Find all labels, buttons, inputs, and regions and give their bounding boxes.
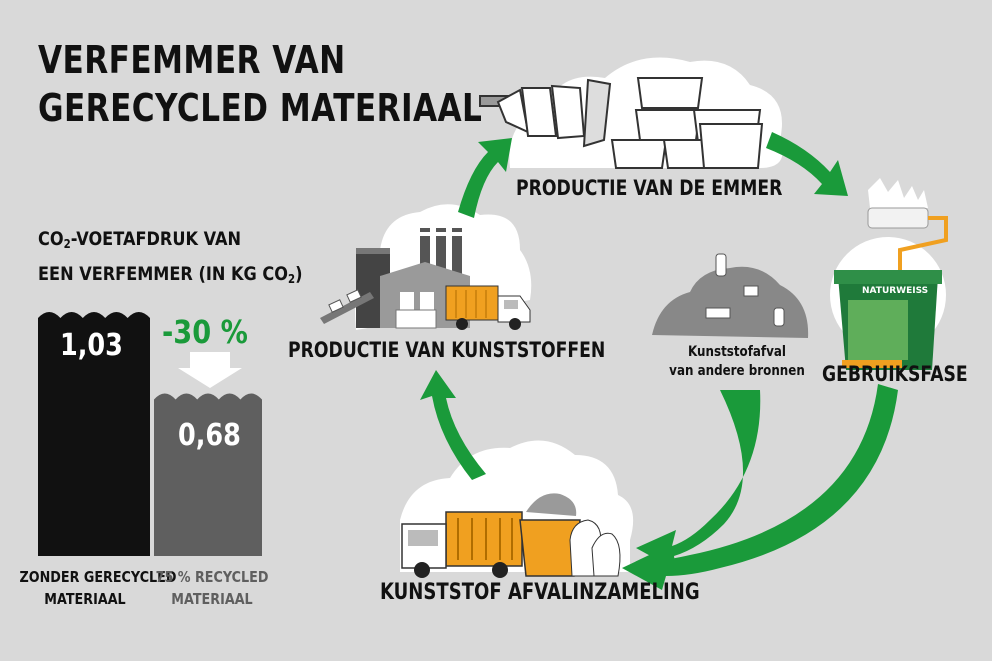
bar-label-line-2: MATERIAAL bbox=[171, 590, 253, 608]
label-production-bucket: PRODUCTIE VAN DE EMMER bbox=[516, 176, 783, 200]
bar-recycled bbox=[154, 393, 262, 556]
arrow-to-production-bucket bbox=[458, 138, 512, 218]
title-line-1: VERFEMMER VAN bbox=[38, 38, 346, 82]
bar-chart bbox=[38, 312, 262, 556]
subscript-2: 2 bbox=[287, 272, 296, 286]
label-production-plastics: PRODUCTIE VAN KUNSTSTOFFEN bbox=[288, 338, 606, 362]
unit-text: EEN VERFEMMER (IN KG CO bbox=[38, 263, 288, 285]
footprint-text: -VOETAFDRUK VAN bbox=[70, 228, 242, 250]
co2-text: CO bbox=[38, 228, 64, 250]
bar-without-recycled bbox=[38, 312, 150, 556]
label-collection: KUNSTSTOF AFVALINZAMELING bbox=[380, 580, 700, 605]
footprint-heading-line-2: EEN VERFEMMER (IN KG CO2) bbox=[38, 259, 302, 294]
arrow-to-usage bbox=[766, 132, 848, 196]
waste-pile-illustration bbox=[652, 253, 809, 338]
label-other-waste: Kunststofafval van andere bronnen bbox=[665, 343, 810, 381]
bar-label-line-2: MATERIAAL bbox=[44, 590, 126, 608]
collection-truck-illustration bbox=[401, 493, 621, 578]
paint-bucket-illustration bbox=[834, 178, 948, 370]
close-paren: ) bbox=[295, 263, 303, 285]
bucket-production-illustration bbox=[479, 77, 764, 169]
bar-label-recycled: 75 % RECYCLED MATERIAAL bbox=[153, 566, 272, 610]
bar-value-without-recycled: 1,03 bbox=[60, 328, 123, 363]
other-waste-line-1: Kunststofafval bbox=[688, 344, 786, 360]
subscript-2: 2 bbox=[63, 237, 71, 251]
footprint-heading: CO2-VOETAFDRUK VAN EEN VERFEMMER (IN KG … bbox=[38, 224, 302, 294]
arrow-waste-merge bbox=[636, 390, 761, 570]
label-usage: GEBRUIKSFASE bbox=[822, 362, 968, 386]
bar-label-without-recycled: ZONDER GERECYCLED MATERIAAL bbox=[19, 566, 177, 610]
page-title: VERFEMMER VAN GERECYCLED MATERIAAL bbox=[38, 36, 482, 132]
bar-label-line-1: ZONDER GERECYCLED bbox=[19, 568, 177, 586]
arrow-to-collection-main bbox=[622, 384, 898, 590]
arrow-to-production-plastics bbox=[420, 370, 486, 480]
other-waste-line-2: van andere bronnen bbox=[669, 363, 805, 379]
down-arrow-icon bbox=[178, 352, 242, 388]
product-brand-label: NATURWEISS bbox=[862, 286, 929, 296]
bar-label-line-1: 75 % RECYCLED bbox=[155, 568, 269, 586]
reduction-label: -30 % bbox=[162, 313, 248, 351]
bar-value-recycled: 0,68 bbox=[178, 418, 241, 453]
factory-illustration bbox=[320, 228, 531, 330]
cycle-arrows bbox=[420, 132, 898, 590]
footprint-heading-line-1: CO2-VOETAFDRUK VAN bbox=[38, 224, 302, 259]
title-line-2: GERECYCLED MATERIAAL bbox=[38, 86, 483, 130]
